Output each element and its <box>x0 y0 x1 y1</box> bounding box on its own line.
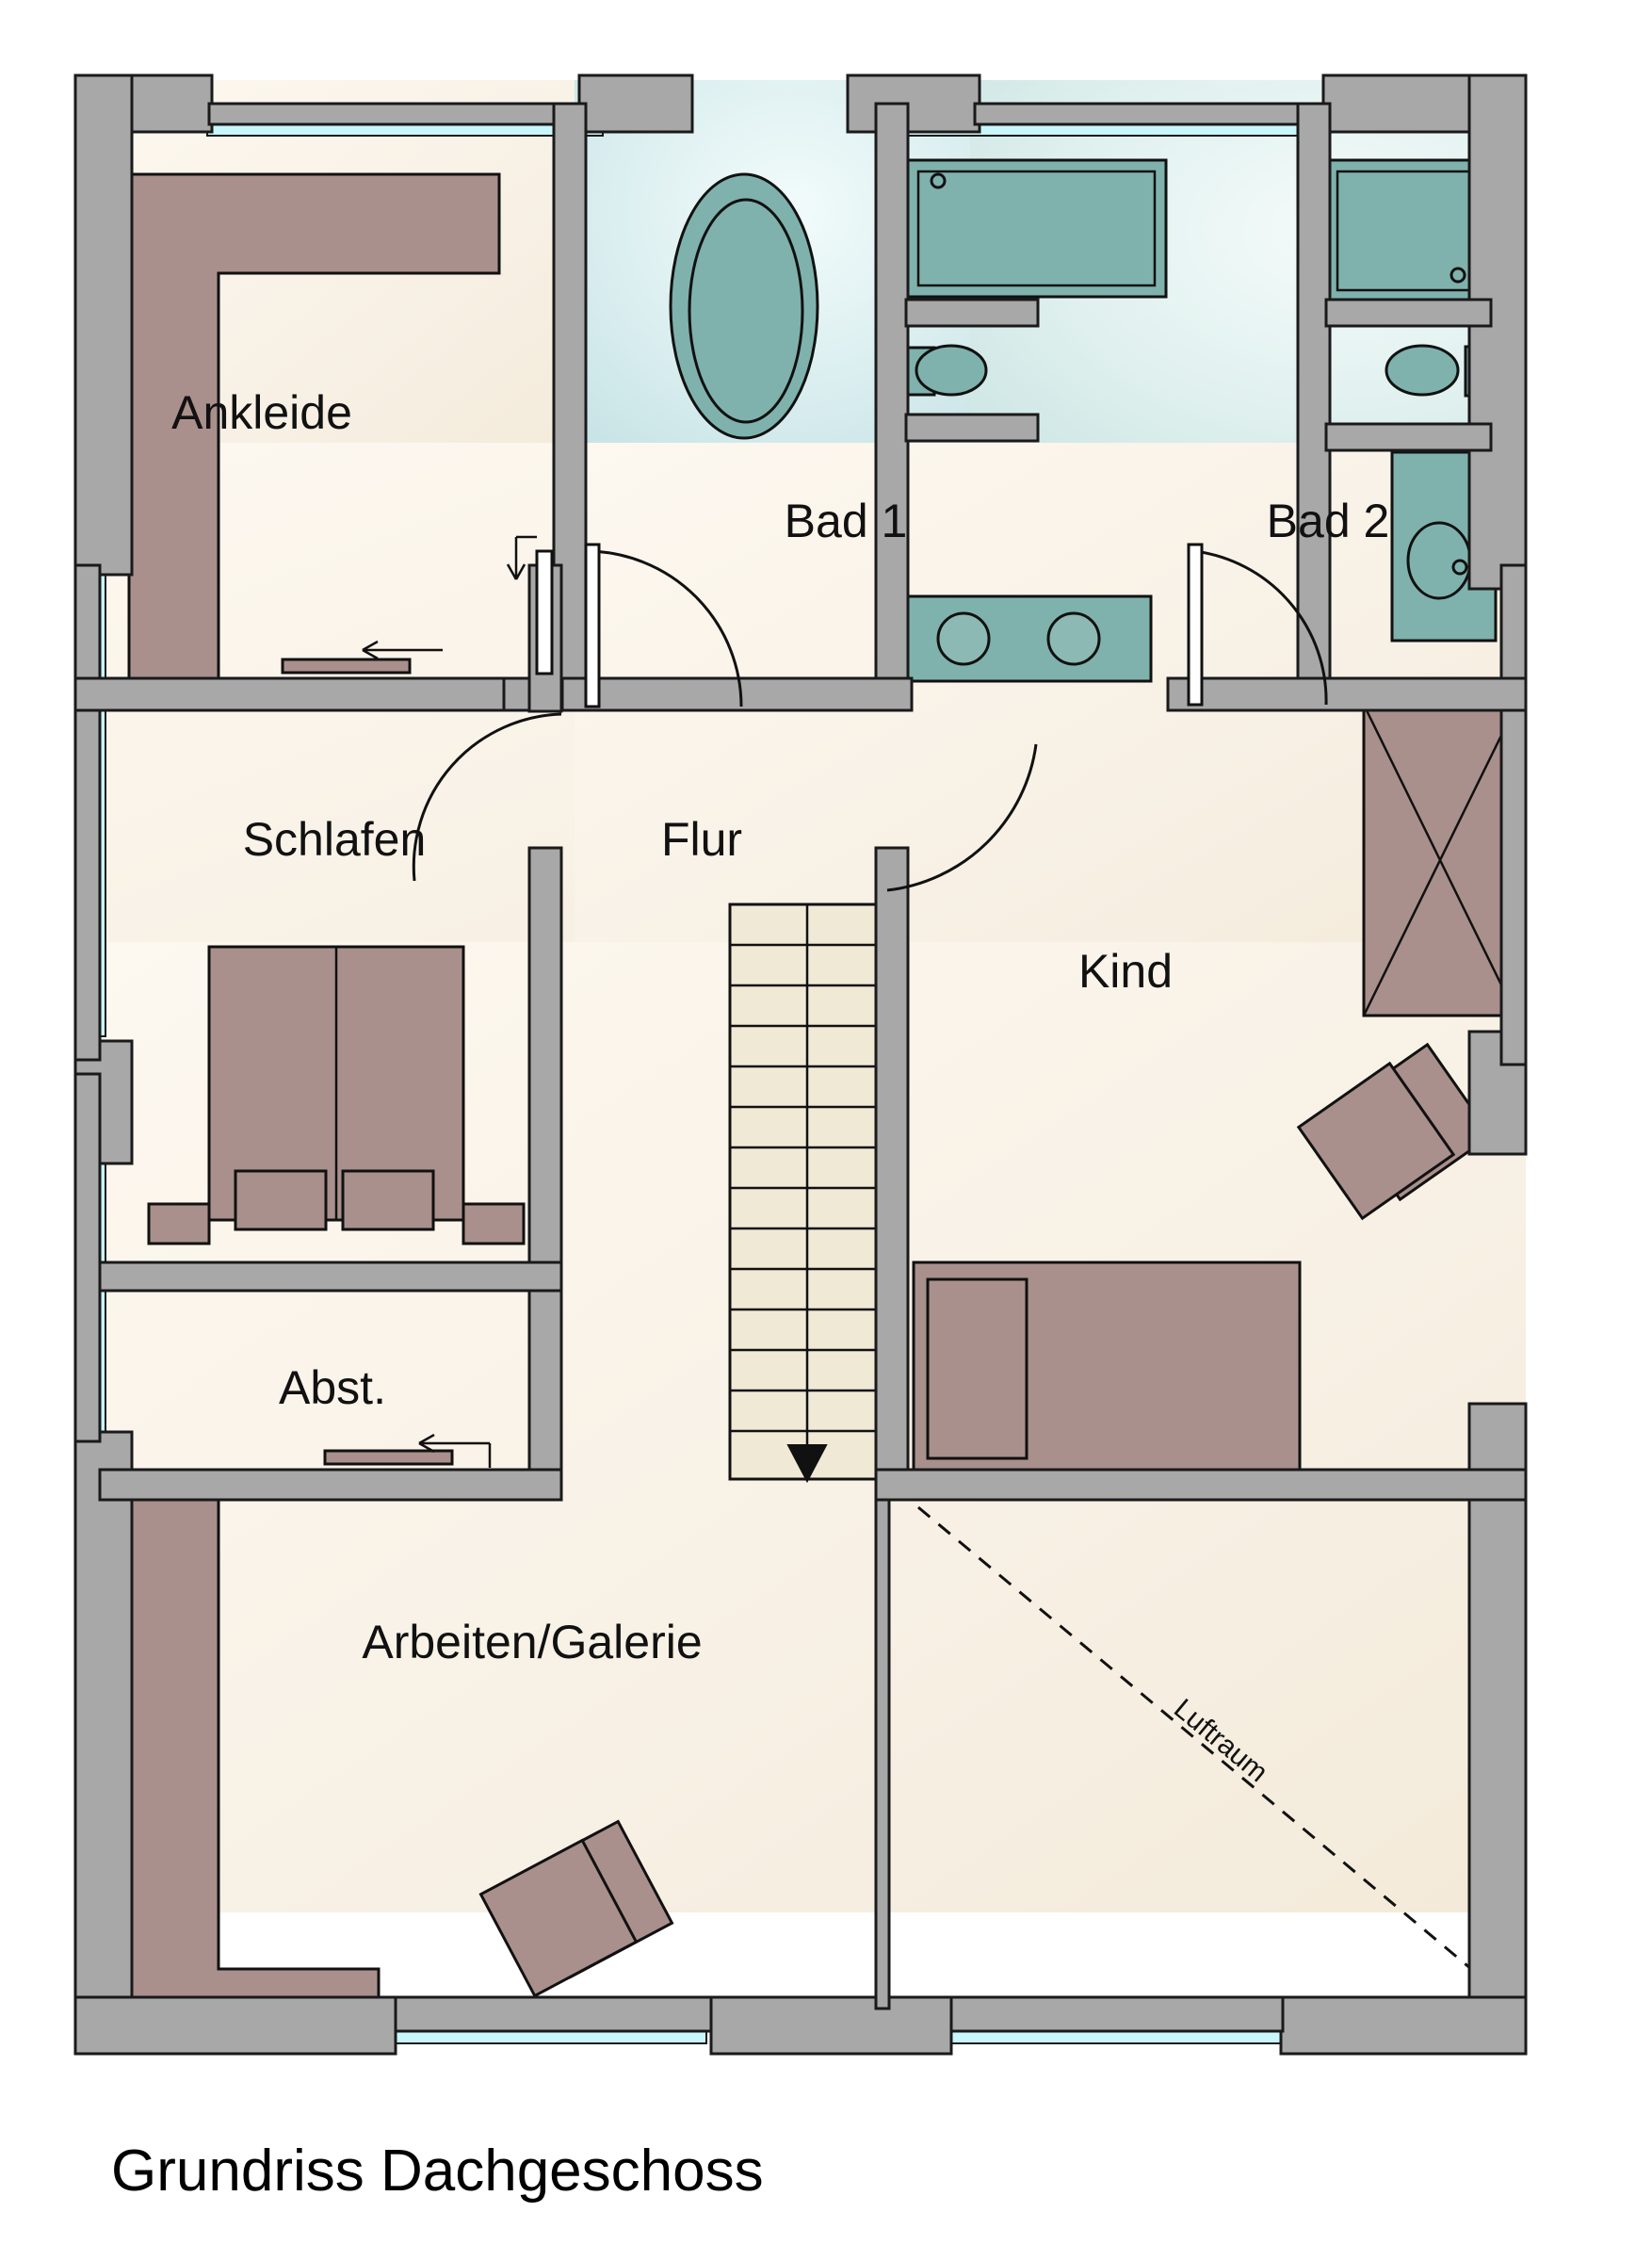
wall-left-band <box>73 563 102 1062</box>
wall-top-header-right <box>973 102 1327 126</box>
nightstand-schlafen-left <box>147 1202 211 1245</box>
wall-left-upper <box>73 73 134 577</box>
wall-bottom-header-l <box>394 1995 713 2033</box>
wall-bad1-bad2 <box>874 102 910 708</box>
washbasin-bad2-tap-icon <box>1451 559 1468 576</box>
wall-bad1-niche-bot <box>904 413 1040 443</box>
bad1-fixtures <box>669 158 1168 683</box>
wall-top-pier-1 <box>577 73 694 134</box>
wall-right-upper <box>1467 73 1528 591</box>
wall-bottom-left <box>73 1995 397 2056</box>
schlafen-furniture <box>147 945 526 1245</box>
walls <box>73 73 1528 2056</box>
pillow-schlafen-left <box>234 1169 328 1231</box>
wall-under-ankleide <box>73 676 506 712</box>
wall-bottom-right <box>1279 1995 1528 2056</box>
wall-bad1-niche-top <box>904 298 1040 328</box>
washbasin-bad1-right <box>1046 611 1101 666</box>
wall-flur-kind <box>874 846 910 1472</box>
wall-schlafen-abst <box>98 1261 563 1293</box>
shower-bad1-inner <box>916 170 1157 287</box>
void-diagonal-line <box>917 1505 1506 1999</box>
door-ankleide-arrow <box>506 535 537 580</box>
shower-bad2-drain-icon <box>1450 267 1466 284</box>
wall-top-header-left <box>207 102 584 126</box>
wall-bad2-niche-bot <box>1324 422 1493 452</box>
door-leaf-ankleide <box>535 549 554 675</box>
wc-bad1-bowl <box>915 344 988 397</box>
pillow-kind <box>926 1277 1028 1460</box>
wc-bad2-bowl <box>1385 344 1460 397</box>
wall-abst-bottom <box>98 1468 563 1502</box>
shelf-ankleide <box>281 658 412 675</box>
nightstand-schlafen-right <box>462 1202 526 1245</box>
room-label-bad2: Bad 2 <box>1267 495 1390 547</box>
arc-flur-right <box>886 743 1038 892</box>
chair-kind <box>1296 1061 1456 1221</box>
door-leaf-bad1 <box>584 543 601 708</box>
room-label-flur: Flur <box>661 813 742 866</box>
washbasin-bad1-left <box>936 611 991 666</box>
doors <box>412 535 1328 892</box>
wall-bottom-header-r <box>949 1995 1285 2033</box>
arc-flur-left <box>412 712 562 882</box>
room-label-bad1: Bad 1 <box>785 495 908 547</box>
shower-bad2-inner <box>1336 170 1479 292</box>
arrow-ankleide <box>362 640 443 660</box>
door-arc-bad1 <box>585 549 743 708</box>
arbeiten-furniture <box>127 1498 674 2051</box>
luftraum-void <box>917 1505 1506 1999</box>
room-label-schlafen: Schlafen <box>243 813 427 866</box>
room-label-arbeiten: Arbeiten/Galerie <box>362 1616 702 1668</box>
door-leaf-bad2 <box>1187 543 1204 707</box>
wall-arbeiten-luftraum <box>874 1498 891 2010</box>
wall-right-band <box>1499 563 1528 1066</box>
abst-furniture <box>323 1433 492 1468</box>
wall-top-pier-2 <box>846 73 981 134</box>
chair-arbeiten <box>478 1838 639 1998</box>
wall-bad2-niche-top <box>1324 298 1493 328</box>
room-label-kind: Kind <box>1078 945 1173 998</box>
pillow-schlafen-right <box>341 1169 435 1231</box>
arrow-abst <box>418 1433 492 1468</box>
wall-bottom-pier <box>709 1995 953 2056</box>
bathtub-bad1-inner <box>688 198 804 424</box>
room-label-ankleide: Ankleide <box>171 386 352 439</box>
wall-left-band2 <box>73 1072 102 1443</box>
room-label-abst: Abst. <box>279 1361 386 1414</box>
stair-down-arrow-icon <box>786 1444 828 1484</box>
wall-left-lower <box>73 1430 134 2046</box>
wall-kind-bottom <box>874 1468 1528 1502</box>
wall-under-bad1 <box>552 676 914 712</box>
wall-schlafen-flur <box>527 846 563 1472</box>
staircase <box>728 903 887 1484</box>
wall-under-bad2 <box>1166 676 1528 712</box>
shower-bad1-drain-icon <box>930 172 947 189</box>
wall-right-lower <box>1467 1402 1528 2046</box>
door-arc-bad2 <box>1193 549 1328 706</box>
wall-bad2-left <box>1296 102 1332 708</box>
page-title: Grundriss Dachgeschoss <box>111 2139 764 2204</box>
shelf-abst <box>323 1449 454 1466</box>
wardrobe-kind-cross <box>1362 704 1518 1017</box>
